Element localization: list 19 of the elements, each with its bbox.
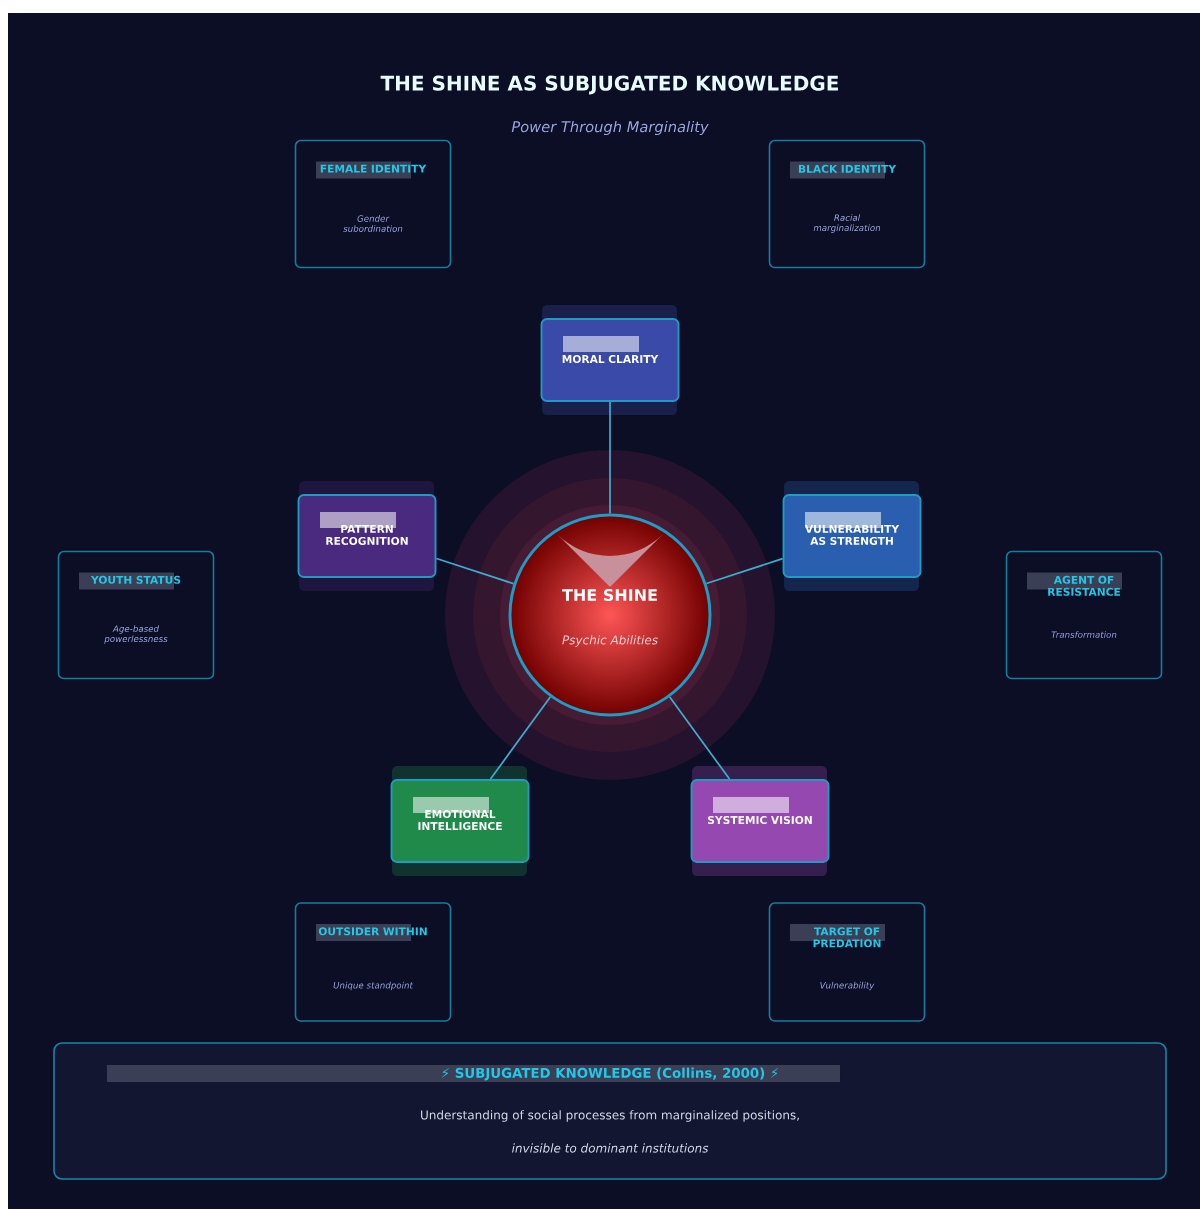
connector-line	[435, 557, 515, 585]
identity-card: BLACK IDENTITY Racial marginalization	[768, 139, 926, 269]
identity-card: OUTSIDER WITHIN Unique standpoint	[294, 902, 452, 1022]
connector-line	[668, 696, 731, 780]
ability-box: PATTERN RECOGNITION	[297, 481, 437, 591]
title: THE SHINE AS SUBJUGATED KNOWLEDGE	[380, 75, 838, 95]
identity-card: FEMALE IDENTITY Gender subordination	[294, 139, 452, 269]
ability-box: MORAL CLARITY	[540, 305, 680, 415]
identity-card: YOUTH STATUS Age-based powerlessness	[57, 550, 215, 680]
subtitle: Power Through Marginality	[511, 120, 709, 136]
connector-line	[489, 696, 552, 780]
ability-box: VULNERABILITY AS STRENGTH	[782, 481, 922, 591]
connector-line	[705, 557, 784, 585]
identity-card: TARGET OF PREDATION Vulnerability	[768, 902, 926, 1022]
ability-box: EMOTIONAL INTELLIGENCE	[390, 766, 530, 876]
summary-panel: ⚡ SUBJUGATED KNOWLEDGE (Collins, 2000) ⚡ Understanding of social processes from marginalized positions, invisible to dominant institutions	[53, 1042, 1167, 1180]
identity-card: AGENT OF RESISTANCE Transformation	[1005, 550, 1163, 680]
ability-box: SYSTEMIC VISION	[690, 766, 830, 876]
connector-line	[609, 401, 611, 515]
